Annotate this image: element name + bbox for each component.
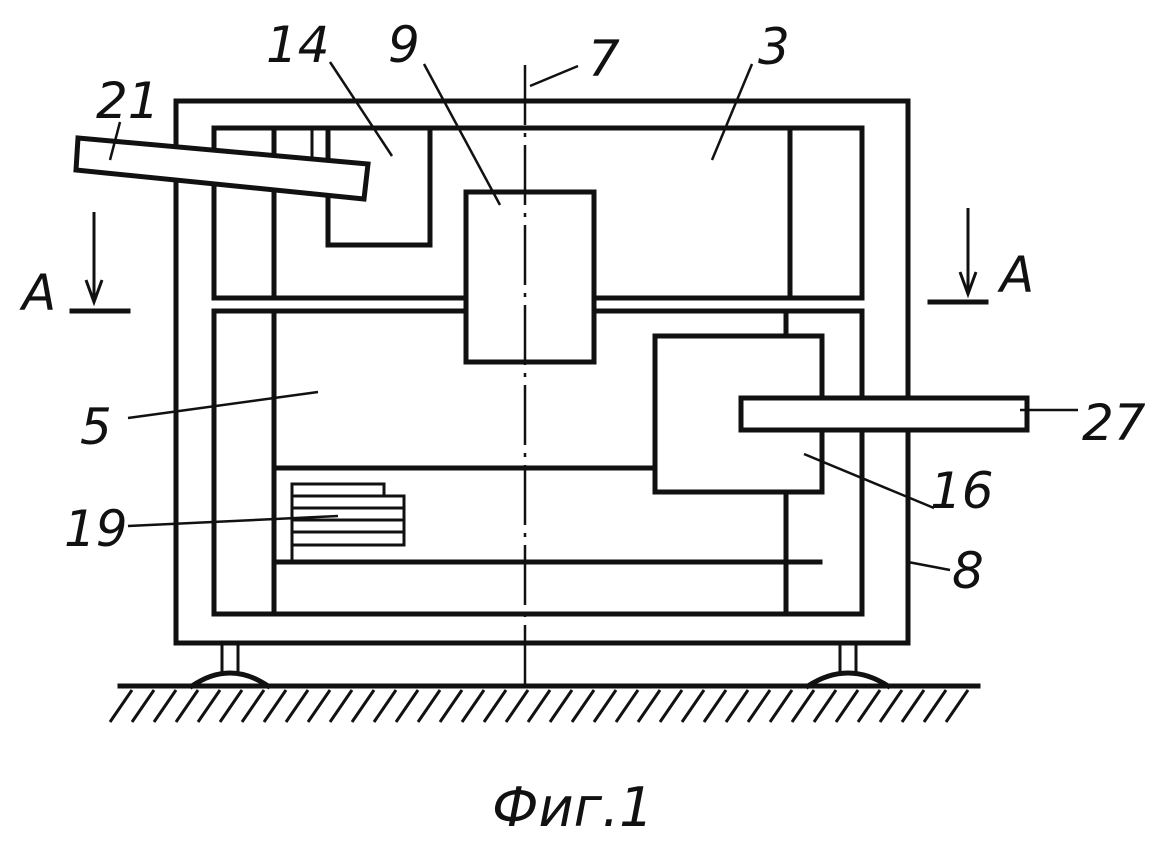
central-block-9 <box>466 192 594 362</box>
label-14: 14 <box>266 16 330 74</box>
ground <box>110 686 978 722</box>
label-21: 21 <box>96 72 160 130</box>
label-8: 8 <box>952 542 984 600</box>
section-label-right: A <box>997 246 1034 304</box>
support-feet <box>192 643 888 686</box>
label-19: 19 <box>64 500 128 558</box>
section-marker-left: A <box>19 212 128 322</box>
label-9: 9 <box>388 16 420 74</box>
stack-19 <box>292 484 404 560</box>
arm-27 <box>741 398 1027 430</box>
figure-caption: Фиг.1 <box>492 776 653 839</box>
section-marker-right: A <box>930 208 1034 304</box>
arm-21 <box>76 138 368 199</box>
label-3: 3 <box>758 18 790 76</box>
label-5: 5 <box>80 398 112 456</box>
label-27: 27 <box>1082 394 1146 452</box>
section-label-left: A <box>19 264 56 322</box>
label-7: 7 <box>588 30 620 88</box>
reference-labels: 21 14 9 7 3 5 27 16 19 8 <box>64 16 1146 600</box>
label-16: 16 <box>930 462 994 520</box>
